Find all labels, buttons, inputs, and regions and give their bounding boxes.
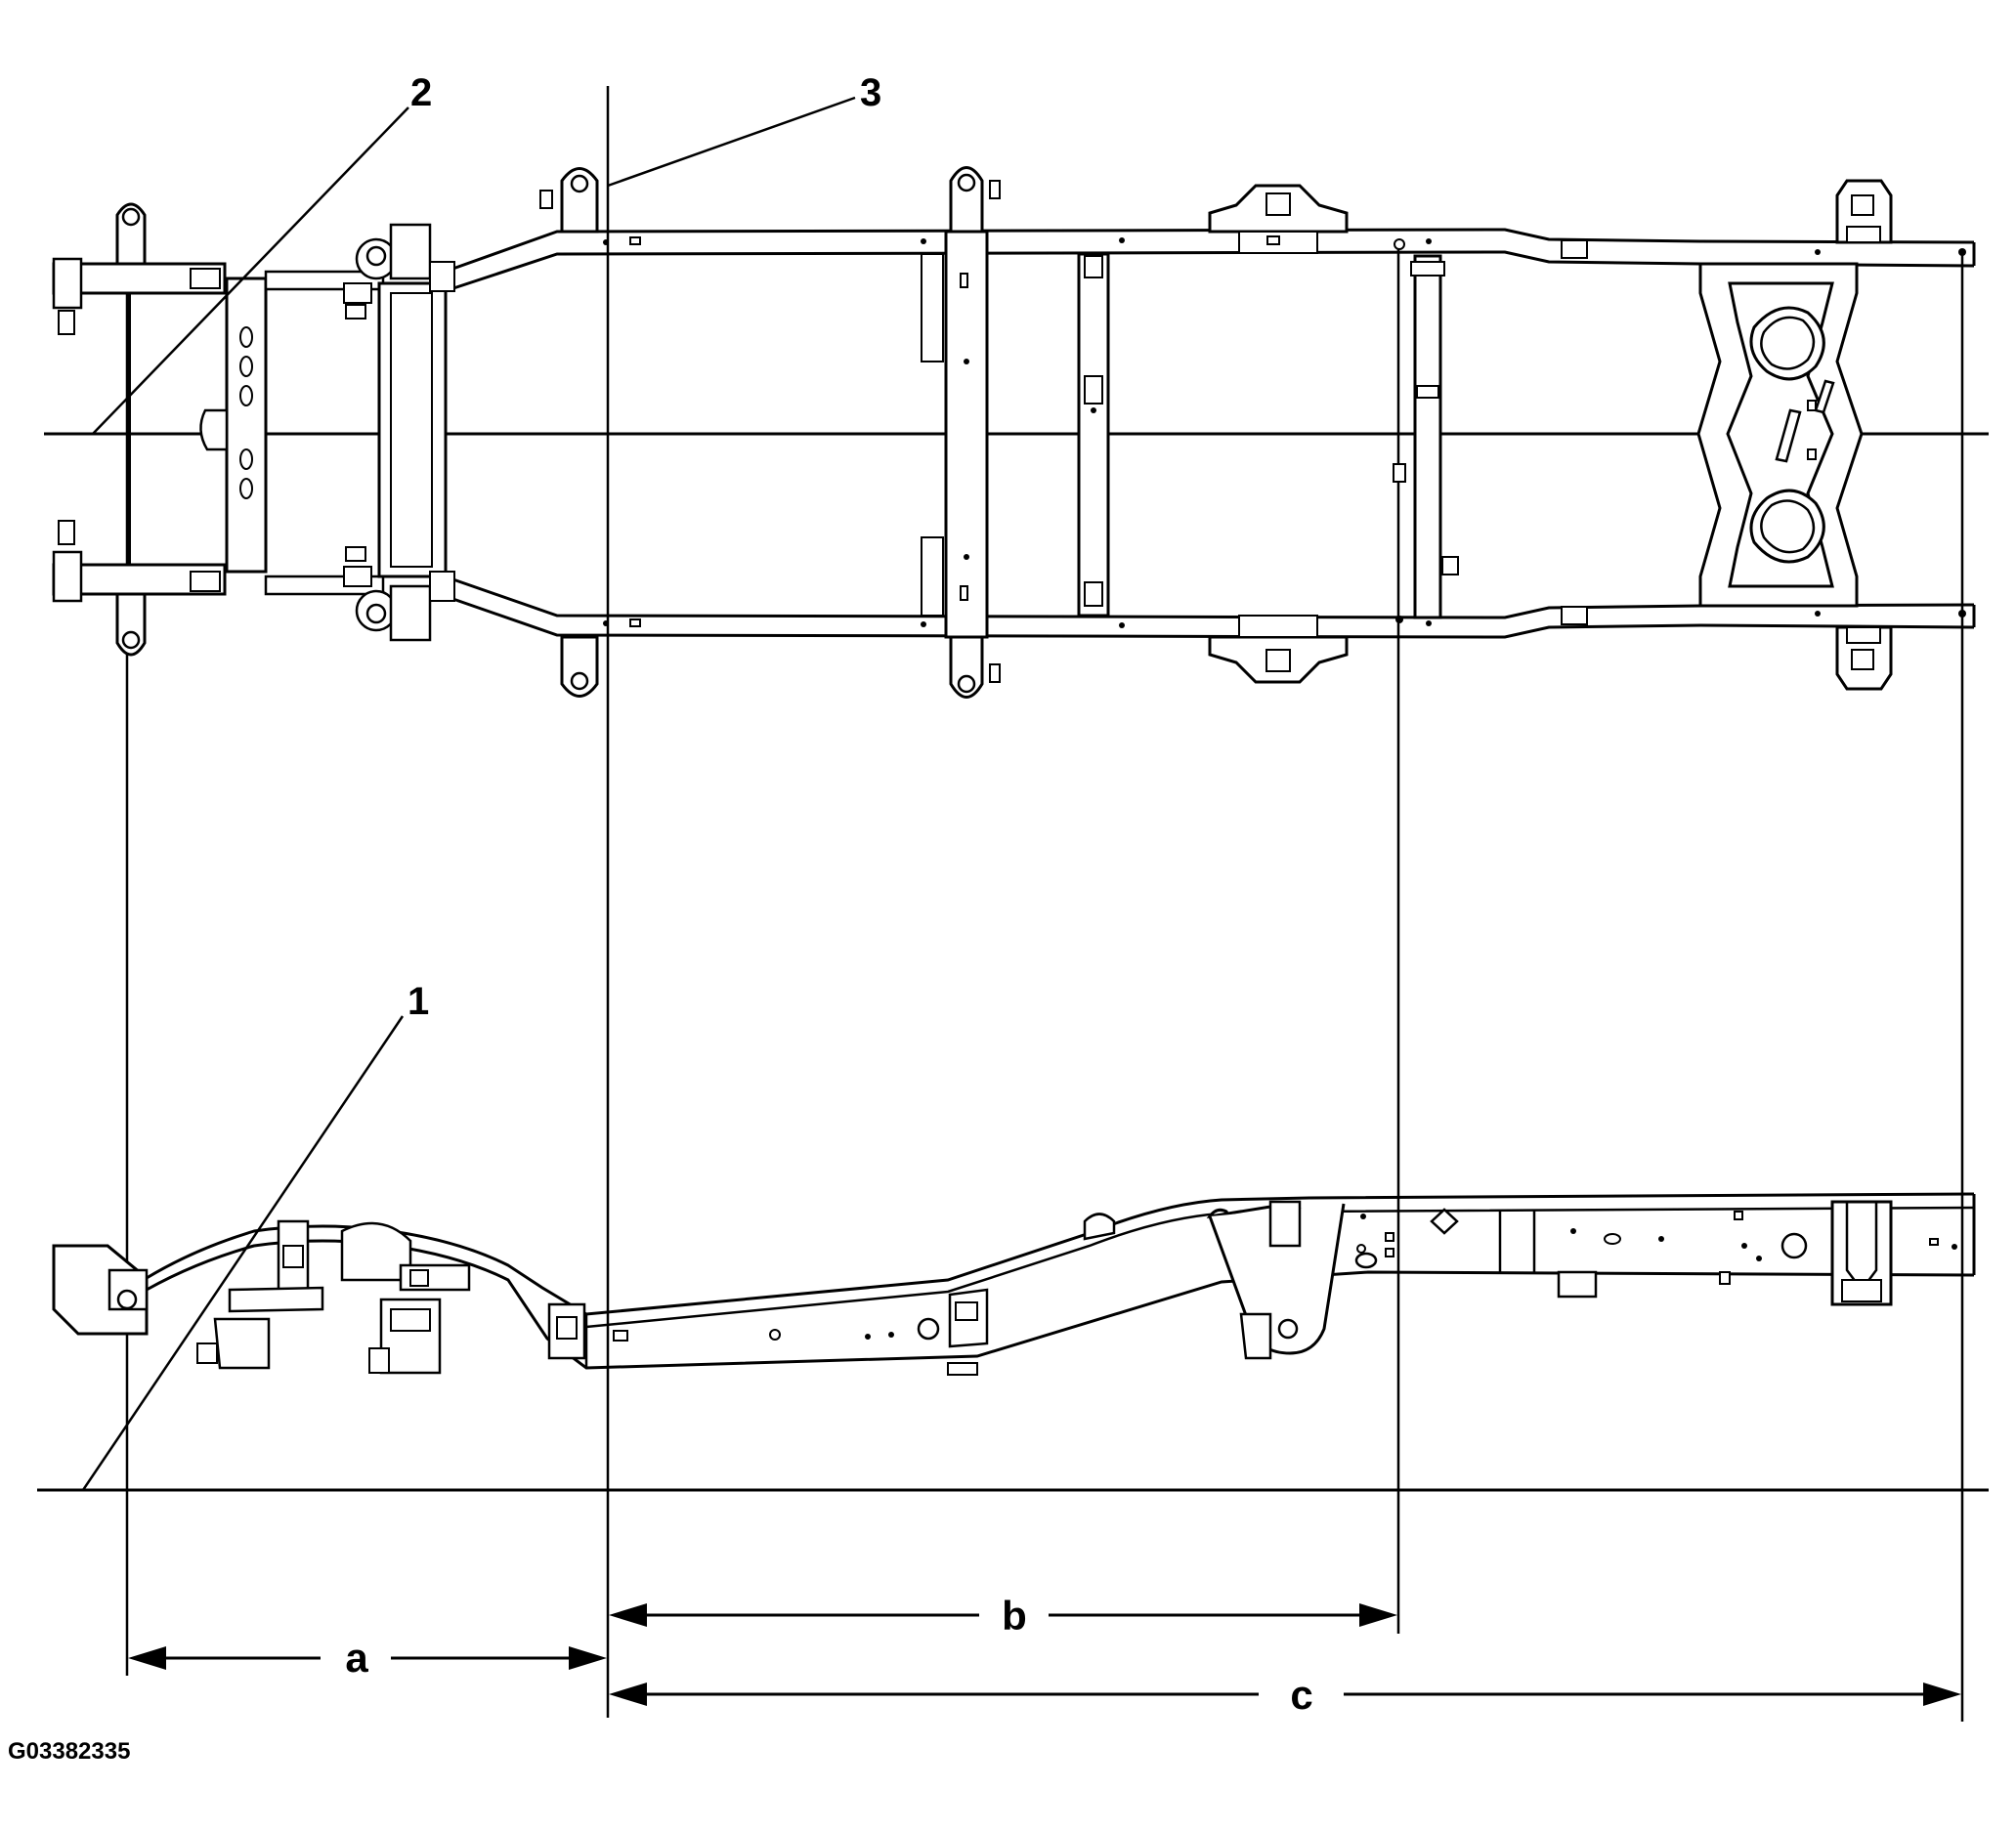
- rear-corner-brackets: [1835, 179, 1893, 691]
- callout-leaders: [81, 96, 856, 1491]
- dimension-c: [609, 1683, 1961, 1706]
- third-crossmember: [1393, 254, 1459, 619]
- callout-label-3: 3: [860, 71, 881, 114]
- leader-line-1: [81, 1015, 405, 1491]
- figure-id: G03382335: [8, 1738, 130, 1765]
- arrowhead-b-right: [1359, 1603, 1397, 1627]
- frame-side-view: [52, 1192, 1976, 1376]
- dimension-b: [609, 1603, 1397, 1627]
- second-crossmember: [1077, 252, 1110, 618]
- callout-label-1: 1: [407, 980, 429, 1023]
- front-crossmember: [52, 202, 455, 657]
- front-body-mounts: [539, 167, 599, 698]
- dimension-label-c: c: [1290, 1672, 1312, 1718]
- rear-side-bracket: [1830, 1200, 1893, 1306]
- dimension-label-a: a: [345, 1635, 368, 1681]
- center-crossmember: [921, 166, 1001, 699]
- arrowhead-a-left: [128, 1646, 166, 1670]
- leader-line-2: [92, 107, 409, 435]
- datum-lines: [37, 86, 1989, 1722]
- arrowhead-c-left: [609, 1683, 647, 1706]
- arrowhead-b-left: [609, 1603, 647, 1627]
- side-rail-upper-edge: [54, 1192, 1975, 1316]
- arrowhead-a-right: [569, 1646, 607, 1670]
- callout-label-2: 2: [410, 71, 432, 114]
- frame-top-view: [52, 166, 1976, 699]
- front-suspension-side: [196, 1219, 471, 1375]
- mid-body-mounts: [1208, 184, 1349, 684]
- rear-spring-hanger: [1206, 1200, 1346, 1360]
- leader-line-3: [607, 96, 856, 188]
- arrowhead-c-right: [1923, 1683, 1961, 1706]
- rear-x-crossmember: [1696, 262, 1864, 608]
- dimension-label-b: b: [1002, 1593, 1027, 1639]
- dimension-a: [128, 1646, 607, 1670]
- rail-holes: [603, 236, 1966, 628]
